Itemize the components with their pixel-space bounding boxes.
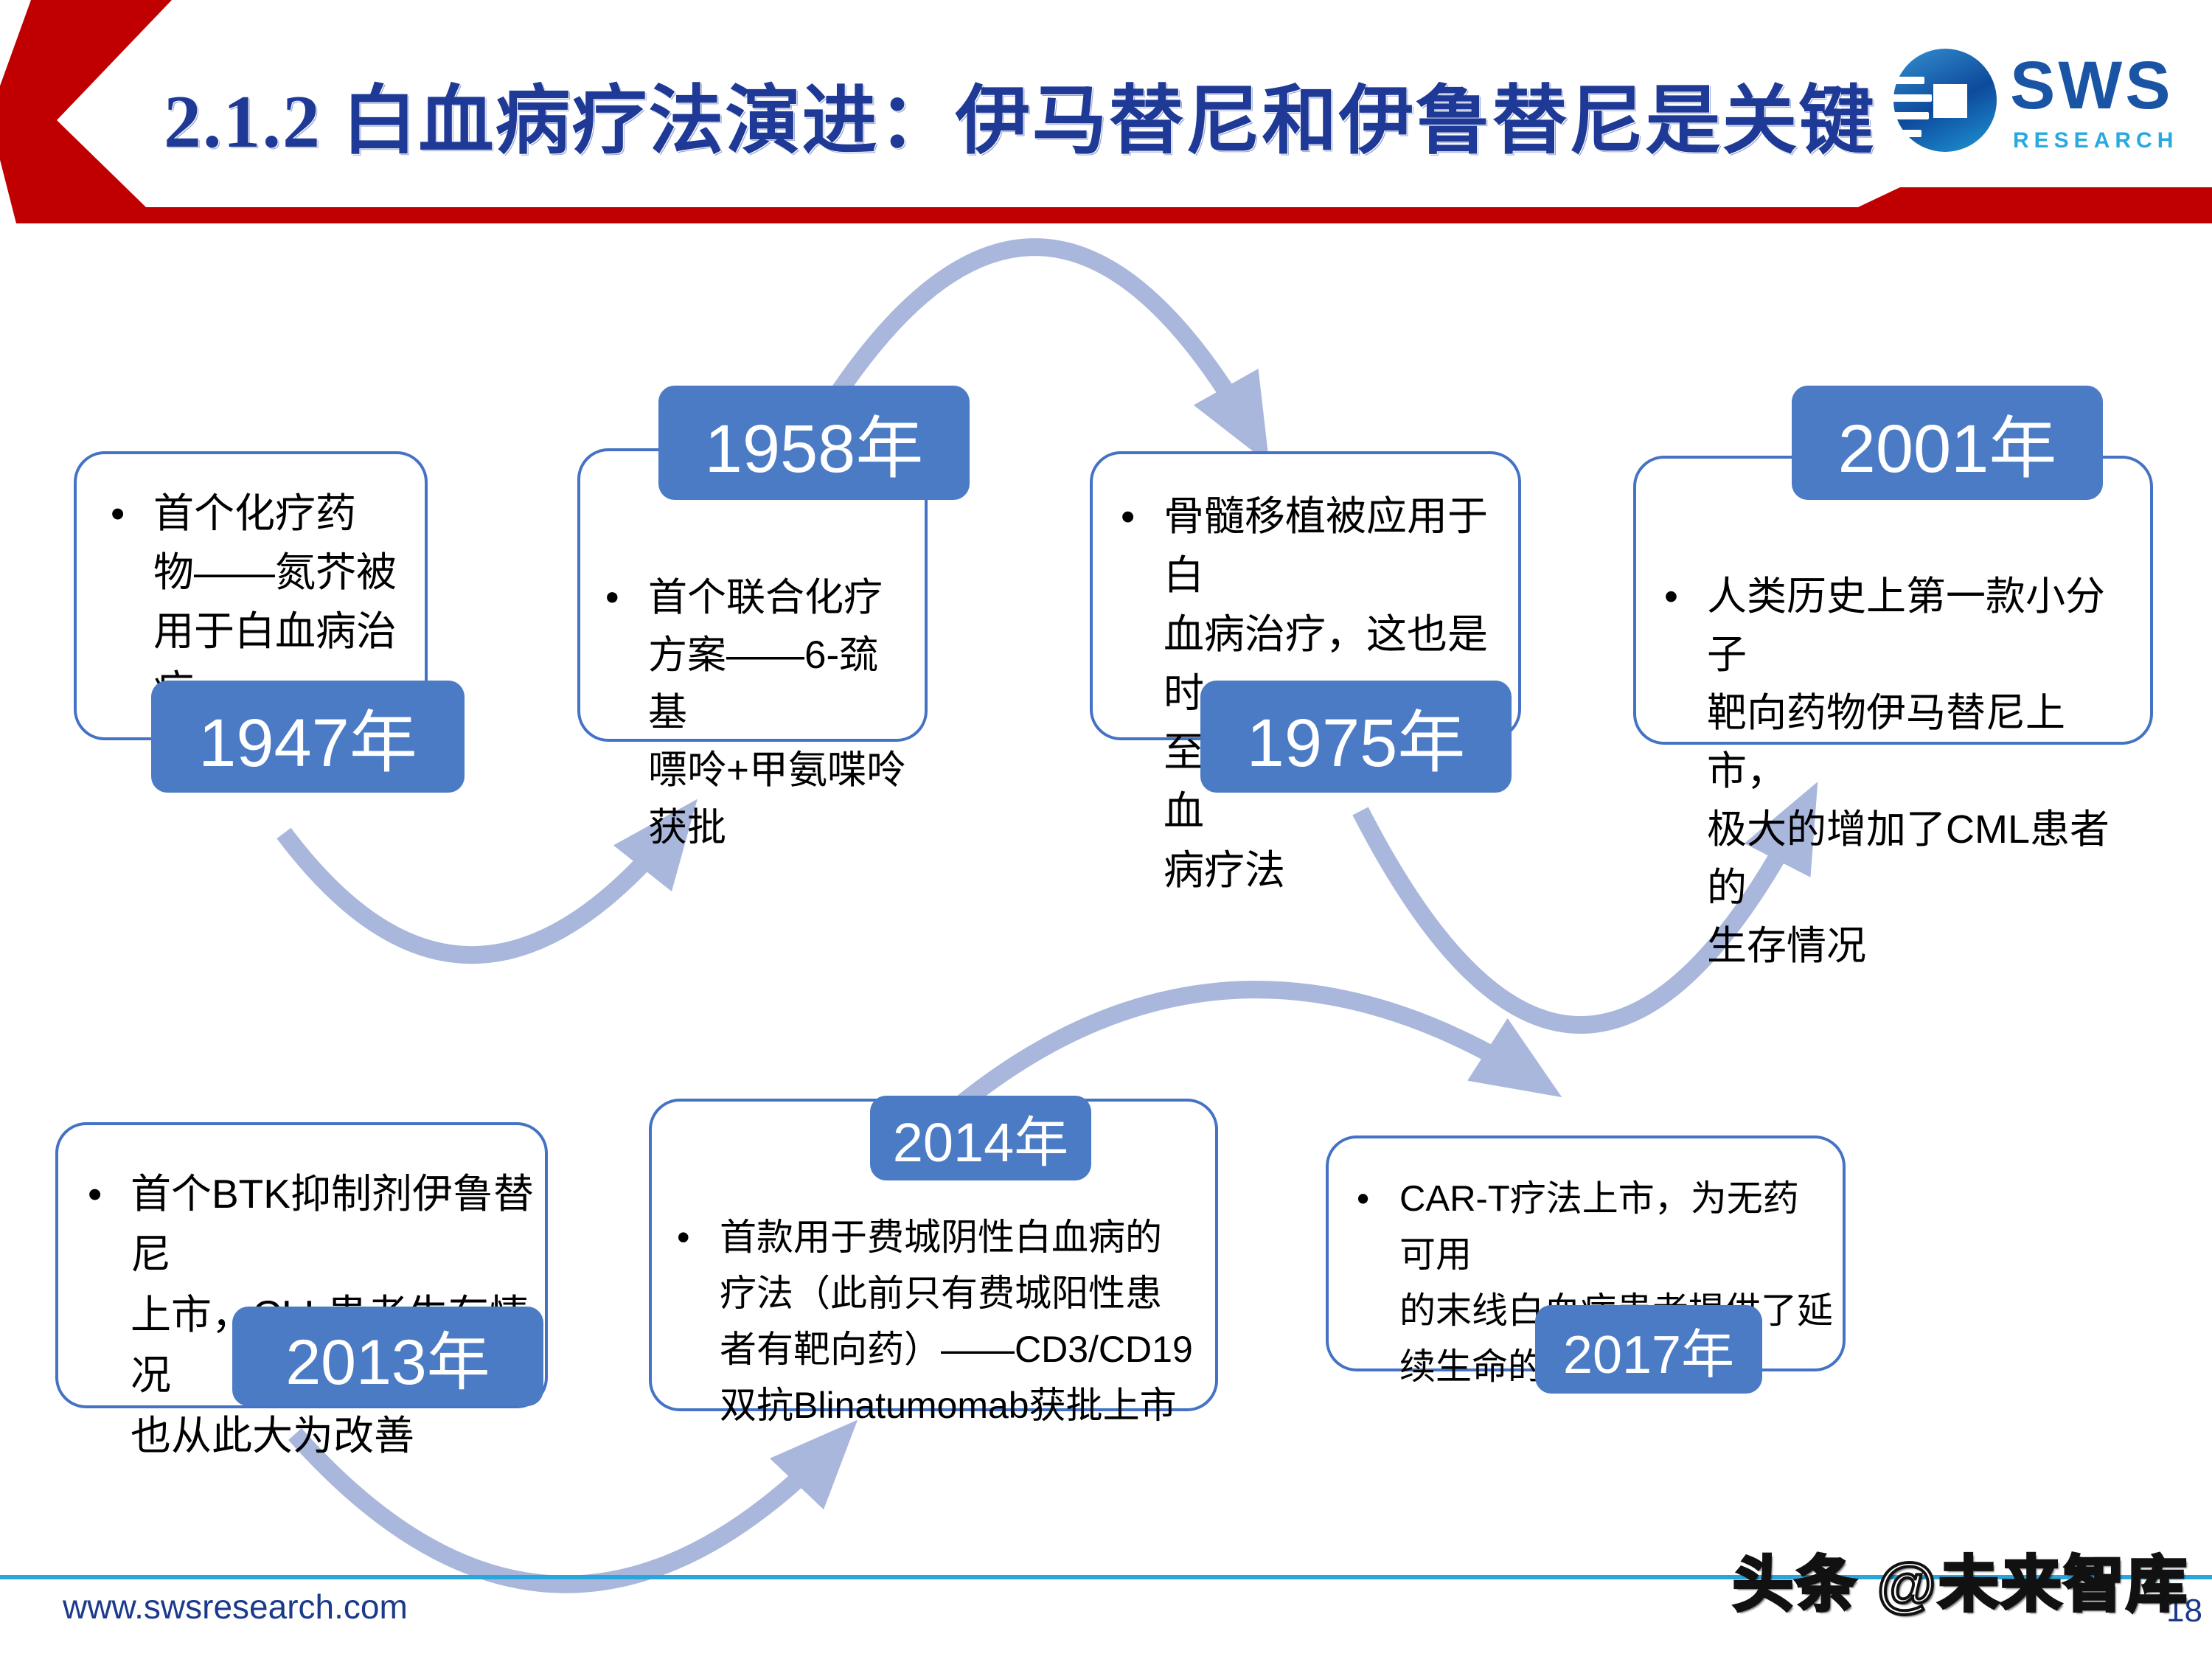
bullet-icon: • bbox=[1357, 1179, 1370, 1219]
year-badge-2017: 2017年 bbox=[1535, 1305, 1762, 1394]
logo-square-icon bbox=[1933, 84, 1967, 118]
event-bullet-row: • 首款用于费城阴性白血病的 疗法（此前只有费城阳性患 者有靶向药）——CD3/… bbox=[652, 1102, 1215, 1433]
logo-stripe-icon bbox=[1885, 94, 1932, 102]
year-badge-1958: 1958年 bbox=[658, 386, 970, 500]
year-badge-1947: 1947年 bbox=[151, 681, 465, 793]
sws-research-logo: SWS RESEARCH bbox=[1885, 38, 2194, 167]
logo-stripe-icon bbox=[1886, 130, 1921, 137]
event-bullet-row: • 首个联合化疗 方案——6-巯基 嘌呤+甲氨喋呤 获批 bbox=[580, 451, 925, 857]
header-red-ribbon bbox=[0, 0, 2212, 223]
year-badge-2014: 2014年 bbox=[870, 1096, 1091, 1180]
arrow-2013-2014 bbox=[288, 1419, 858, 1593]
page-title: 2.1.2 白血病疗法演进：伊马替尼和伊鲁替尼是关键 bbox=[164, 80, 1876, 164]
event-box-2001: • 人类历史上第一款小分子 靶向药物伊马替尼上市， 极大的增加了CML患者的 生… bbox=[1633, 456, 2153, 968]
arrow-1975-2001 bbox=[1352, 782, 1818, 1034]
event-text-1947: 首个化疗药 物——氮芥被 用于白血病治 疗 bbox=[153, 490, 397, 713]
bullet-icon: • bbox=[1664, 574, 1678, 619]
year-badge-2013: 2013年 bbox=[232, 1307, 543, 1406]
arrow-1958-1975 bbox=[788, 238, 1270, 465]
page-number: 18 bbox=[2166, 1593, 2202, 1629]
year-badge-2001: 2001年 bbox=[1792, 386, 2103, 500]
event-text-1958: 首个联合化疗 方案——6-巯基 嘌呤+甲氨喋呤 获批 bbox=[648, 576, 905, 849]
watermark: 头条 @未来智库 bbox=[1731, 1550, 2189, 1620]
event-text-2014: 首款用于费城阴性白血病的 疗法（此前只有费城阳性患 者有靶向药）——CD3/CD… bbox=[720, 1217, 1193, 1426]
event-bullet-row: • 首个化疗药 物——氮芥被 用于白血病治 疗 bbox=[77, 454, 425, 720]
logo-name: SWS bbox=[2010, 48, 2174, 123]
bullet-icon: • bbox=[88, 1171, 102, 1217]
bullet-icon: • bbox=[605, 576, 619, 619]
footer-divider bbox=[0, 1575, 2212, 1579]
event-bullet-row: • 骨髓移植被应用于白 血病治疗，这也是时 至今日最有效的白血 病疗法 bbox=[1093, 454, 1518, 900]
logo-stripe-icon bbox=[1885, 112, 1929, 119]
event-bullet-row: • 人类历史上第一款小分子 靶向药物伊马替尼上市， 极大的增加了CML患者的 生… bbox=[1636, 459, 2150, 975]
logo-stripe-icon bbox=[1885, 77, 1924, 84]
year-badge-1975: 1975年 bbox=[1200, 681, 1512, 793]
event-bullet-row: • 首个BTK抑制剂伊鲁替尼 上市，CLL患者生存情况 也从此大为改善 bbox=[58, 1125, 545, 1466]
logo-subtitle: RESEARCH bbox=[2013, 128, 2179, 153]
arrow-2014-2017 bbox=[953, 981, 1562, 1113]
arrow-1947-1958 bbox=[276, 799, 698, 964]
bullet-icon: • bbox=[111, 490, 125, 536]
bullet-icon: • bbox=[1121, 493, 1135, 539]
bullet-icon: • bbox=[677, 1217, 690, 1258]
footer-url: www.swsresearch.com bbox=[63, 1587, 408, 1626]
event-text-2001: 人类历史上第一款小分子 靶向药物伊马替尼上市， 极大的增加了CML患者的 生存情… bbox=[1707, 574, 2110, 968]
